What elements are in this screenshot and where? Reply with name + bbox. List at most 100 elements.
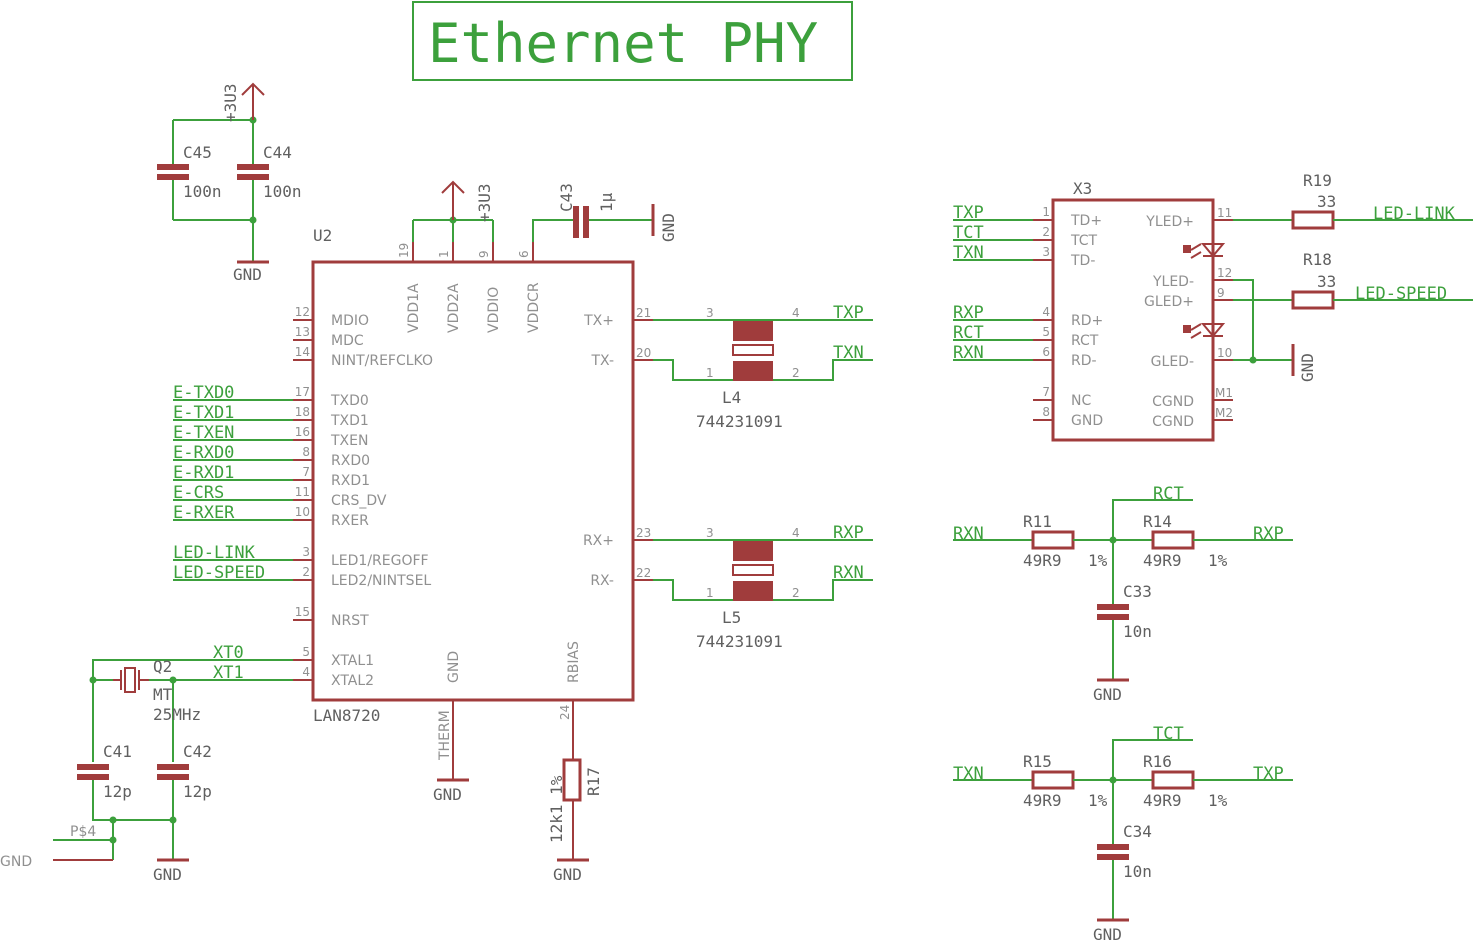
gnd-label-c43: GND (659, 213, 678, 242)
u2-pin-num: 14 (295, 345, 310, 359)
u2-pin-num: 12 (295, 305, 310, 319)
u2-pin-vddcr: VDDCR (526, 282, 542, 333)
led-resistors: R19 33 LED-LINK R18 33 LED-SPEED GND (1233, 171, 1473, 382)
l4-pin-1: 1 (706, 366, 714, 380)
u2-pin-name: TXD0 (330, 393, 369, 409)
x3-pin-num-11: 11 (1217, 206, 1232, 220)
u2-pin-name: TXD1 (330, 413, 369, 429)
gnd-label-a: GND (233, 265, 262, 284)
net-label: E-TXEN (173, 423, 234, 443)
u2-pin-num: 5 (302, 645, 310, 659)
r14-ref: R14 (1143, 512, 1172, 531)
x3-rj45-jack: X3 1TD+TXP2TCTTCT3TD-TXN4RD+RXP5RCTRCT6R… (953, 179, 1233, 442)
u2-supply-wiring: +3U3 C43 1µ GND (412, 180, 678, 242)
c42-value: 12p (183, 782, 212, 801)
title-text: Ethernet PHY (428, 12, 818, 75)
net-label-rxp-l5: RXP (833, 523, 864, 543)
x3-pin-name: RCT (1071, 333, 1099, 349)
u2-pin-vdd1a: VDD1A (406, 283, 422, 333)
x3-pin-num: 8 (1042, 405, 1050, 419)
u2-pin-num-19: 19 (397, 243, 411, 258)
net-label-rct-term: RCT (1153, 484, 1184, 504)
u2-pin-num: 2 (302, 565, 310, 579)
u2-pin-name: CRS_DV (331, 493, 387, 509)
r19-value: 33 (1317, 192, 1336, 211)
net-label: E-RXD0 (173, 443, 234, 463)
x3-pin-num-m1: M1 (1215, 386, 1233, 400)
choke-l4: 3 4 1 2 TXP TXN L4 744231091 (653, 303, 873, 431)
x3-pin-name: TD- (1070, 253, 1095, 269)
u2-inner-gnd: GND (446, 651, 462, 683)
x3-pin-num: 3 (1042, 245, 1050, 259)
r17-value: 12k1 1% (547, 775, 566, 843)
net-label-led-link-x3: LED-LINK (1373, 204, 1456, 224)
net-label-rxp-term: RXP (1253, 524, 1284, 544)
net-label: LED-SPEED (173, 563, 265, 583)
r11-ref: R11 (1023, 512, 1052, 531)
u2-pin-num: 16 (295, 425, 310, 439)
x3-pin-num-10: 10 (1217, 346, 1232, 360)
u2-ref: U2 (313, 226, 332, 245)
net-label-rxn-term: RXN (953, 524, 984, 544)
net-label: E-TXD1 (173, 403, 234, 423)
r11-value: 49R9 (1023, 551, 1062, 570)
net-label-txn-l4: TXN (833, 343, 864, 363)
gnd-label-r17: GND (553, 865, 582, 884)
net-label: RCT (953, 323, 984, 343)
net-label: E-RXD1 (173, 463, 234, 483)
l4-pin-3: 3 (706, 306, 714, 320)
u2-pin-num-22: 22 (636, 566, 651, 580)
u2-pin-num-1: 1 (437, 250, 451, 258)
u2-pin-num: 3 (302, 545, 310, 559)
u2-pin-num-20: 20 (636, 346, 651, 360)
c34-value: 10n (1123, 862, 1152, 881)
u2-pin-name: XTAL2 (331, 673, 374, 689)
green-led-icon (1200, 323, 1226, 338)
r14-tol: 1% (1208, 551, 1228, 570)
u2-pin-name: NRST (331, 613, 369, 629)
u2-lan8720: U2 LAN8720 19 1 9 6 VDD1A VDD2A VDDIO VD… (173, 226, 653, 780)
net-label-txp-l4: TXP (833, 303, 864, 323)
l5-ref: L5 (722, 608, 741, 627)
l4-ref: L4 (722, 388, 741, 407)
u2-bottom-wiring: GND R17 12k1 1% GND (433, 758, 603, 884)
pad-p4-label: P$4 (70, 824, 96, 840)
c45-value: 100n (183, 182, 222, 201)
c45-ref: C45 (183, 143, 212, 162)
u2-pin-name: XTAL1 (331, 653, 374, 669)
gnd-label-c34: GND (1093, 925, 1122, 944)
x3-pin-name: TCT (1070, 233, 1098, 249)
x3-pin-num-m2: M2 (1215, 406, 1233, 420)
u2-pin-num-6: 6 (517, 250, 531, 258)
net-label: E-RXER (173, 503, 235, 523)
l4-pin-4: 4 (792, 306, 800, 320)
u2-pin-num-24: 24 (558, 705, 572, 720)
x3-ref: X3 (1073, 179, 1092, 198)
tx-termination: TXN TXP TCT R15 49R9 1% R16 49R9 1% C34 … (953, 724, 1293, 944)
r17-ref: R17 (584, 767, 603, 796)
r16-ref: R16 (1143, 752, 1172, 771)
r18-ref: R18 (1303, 250, 1332, 269)
net-label: TXP (953, 203, 984, 223)
net-label: TXN (953, 243, 984, 263)
x3-pin-num: 7 (1042, 385, 1050, 399)
u2-pin-vddio: VDDIO (486, 287, 502, 333)
x3-pin-num: 1 (1042, 205, 1050, 219)
u2-pin-name: LED2/NINTSEL (331, 573, 431, 589)
net-label-txp-term: TXP (1253, 764, 1284, 784)
c33-ref: C33 (1123, 582, 1152, 601)
x3-pin-num-12: 12 (1217, 266, 1232, 280)
c41-value: 12p (103, 782, 132, 801)
u2-pin-num: 8 (302, 445, 310, 459)
u2-pin-name: RXD1 (331, 473, 370, 489)
net-label: RXN (953, 343, 984, 363)
u2-pin-num: 18 (295, 405, 310, 419)
x3-pin-num: 5 (1042, 325, 1050, 339)
l5-pin-1: 1 (706, 586, 714, 600)
x3-pin-gled-plus: GLED+ (1144, 294, 1194, 310)
x3-pin-yled-minus: YLED- (1152, 274, 1194, 290)
r16-tol: 1% (1208, 791, 1228, 810)
supply-3v3-label-b: +3U3 (475, 183, 494, 222)
u2-pin-num-23: 23 (636, 526, 651, 540)
